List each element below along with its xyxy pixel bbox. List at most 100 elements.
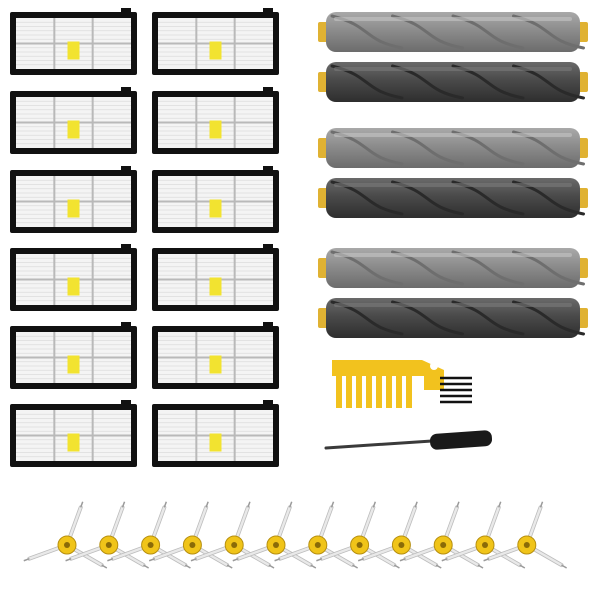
comb-handle	[332, 360, 444, 390]
side-brush	[274, 501, 359, 569]
filter-clip	[121, 8, 131, 14]
brush-tip	[184, 564, 191, 569]
roller-end-cap	[578, 72, 588, 92]
brush-tip	[268, 564, 275, 569]
screwdriver	[324, 430, 493, 450]
cleaning-tool	[332, 360, 472, 408]
filter-tab	[209, 199, 222, 218]
brush-hub-center	[356, 542, 363, 548]
roller-end-cap	[318, 22, 328, 42]
filter-clip	[263, 8, 273, 14]
filter-tab	[67, 41, 80, 60]
brush-hub-center	[482, 542, 488, 548]
filter-clip	[121, 244, 131, 250]
filter-clip	[263, 87, 273, 93]
brush-tip	[330, 501, 335, 508]
brush-hub-center	[398, 542, 405, 548]
brush-tip	[205, 501, 209, 508]
filter-clip	[263, 166, 273, 172]
hepa-filter	[152, 8, 279, 75]
side-brush	[107, 501, 191, 569]
hepa-filter	[152, 87, 279, 154]
brush-tip	[232, 557, 239, 562]
brush-tip	[352, 564, 359, 569]
brush-tip	[497, 501, 502, 508]
filter-clip	[121, 166, 131, 172]
brush-tip	[316, 557, 323, 562]
brush-tip	[65, 557, 72, 562]
roller-highlight	[334, 303, 572, 307]
comb-hook	[430, 362, 438, 370]
hepa-filter	[10, 244, 137, 311]
brush-tip	[247, 501, 251, 508]
brush-hub-center	[273, 542, 279, 548]
roller-body	[326, 178, 580, 218]
brush-hub-center	[189, 542, 196, 548]
brush-tip	[519, 564, 526, 569]
comb-tooth	[376, 376, 382, 408]
bristle-roller	[318, 178, 588, 218]
brush-tip	[190, 557, 197, 562]
brush-hub-center	[523, 542, 530, 548]
hepa-filter	[152, 166, 279, 233]
bristle-roller	[318, 298, 588, 338]
brush-hub-center	[231, 542, 238, 548]
comb-tooth	[396, 376, 402, 408]
roller-end-cap	[578, 138, 588, 158]
roller-end-cap	[318, 308, 328, 328]
bristle-roller	[318, 128, 588, 168]
brush-hub-center	[105, 542, 112, 548]
hepa-filter	[10, 400, 137, 467]
brush-tip	[372, 501, 377, 508]
roller-highlight	[334, 67, 572, 71]
comb-tooth	[406, 376, 412, 408]
roller-highlight	[334, 133, 572, 137]
filter-tab	[67, 355, 80, 374]
filter-tab	[209, 277, 222, 296]
brush-tip	[121, 501, 126, 508]
bristle-roller	[318, 62, 588, 102]
filter-clip	[121, 322, 131, 328]
roller-end-cap	[318, 188, 328, 208]
brush-tip	[143, 564, 150, 569]
comb-tooth	[346, 376, 352, 408]
roller-body	[326, 12, 580, 52]
brush-hub-center	[440, 542, 447, 548]
filter-tab	[67, 433, 80, 452]
filter-clip	[121, 400, 131, 406]
filter-tab	[209, 433, 222, 452]
screwdriver-handle	[429, 430, 493, 450]
brush-tip	[163, 501, 168, 508]
side-brush	[483, 501, 568, 569]
roller-end-cap	[578, 308, 588, 328]
hepa-filter	[10, 8, 137, 75]
comb-tooth	[386, 376, 392, 408]
hepa-filter	[10, 322, 137, 389]
hepa-filter	[10, 166, 137, 233]
roller-end-cap	[318, 138, 328, 158]
brush-tip	[393, 564, 400, 569]
roller-body	[326, 128, 580, 168]
roller-end-cap	[578, 188, 588, 208]
roller-end-cap	[318, 258, 328, 278]
filter-tab	[67, 120, 80, 139]
brush-hub-center	[314, 542, 321, 548]
filter-tab	[209, 355, 222, 374]
brush-tip	[310, 564, 317, 569]
side-brush	[316, 501, 400, 569]
comb-tooth	[336, 376, 342, 408]
hepa-filter	[152, 322, 279, 389]
comb-tooth	[356, 376, 362, 408]
roller-end-cap	[578, 22, 588, 42]
filter-clip	[263, 400, 273, 406]
brush-tip	[435, 564, 442, 569]
hepa-filter	[152, 244, 279, 311]
brush-hub-center	[147, 542, 154, 548]
filter-clip	[263, 244, 273, 250]
brush-tip	[399, 557, 406, 562]
brush-tip	[101, 564, 108, 569]
filter-tab	[67, 277, 80, 296]
roller-body	[326, 298, 580, 338]
brush-tip	[477, 564, 484, 569]
